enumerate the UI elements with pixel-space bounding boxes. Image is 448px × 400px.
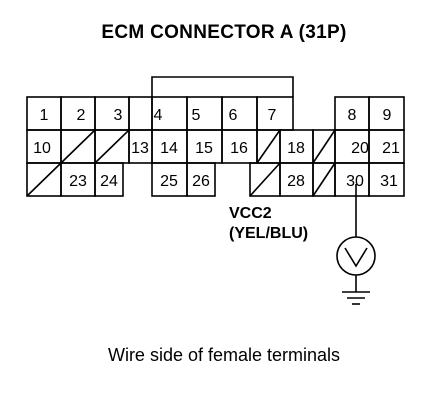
connector-lock-tab: [151, 76, 294, 97]
pin-label-8: 8: [348, 107, 357, 124]
pin-label-10: 10: [33, 140, 51, 157]
pin-label-23: 23: [69, 173, 87, 190]
pin-label-13: 13: [131, 140, 149, 157]
pin-label-2: 2: [77, 107, 86, 124]
cavity-3: [94, 96, 130, 131]
pin-label-6: 6: [229, 107, 238, 124]
cavity-4: [128, 96, 153, 131]
pin-label-4: 4: [154, 107, 163, 124]
pin-label-24: 24: [100, 173, 118, 190]
cavity-22-plug-mark: [26, 162, 62, 197]
cavity-11-plug-mark: [60, 129, 96, 164]
cavity-31: [368, 162, 405, 197]
wire-color: (YEL/BLU): [229, 225, 308, 242]
cavity-27-plug-mark: [249, 162, 281, 197]
cavity-7: [221, 96, 258, 131]
pin-label-14: 14: [160, 140, 178, 157]
cavity-19-plug-mark: [312, 129, 336, 164]
pin-label-9: 9: [383, 107, 392, 124]
pin-label-1: 1: [40, 107, 49, 124]
signal-name: VCC2: [229, 205, 272, 222]
pin-label-26: 26: [192, 173, 210, 190]
pin-label-7: 7: [268, 107, 277, 124]
pin-label-31: 31: [380, 173, 398, 190]
ground-icon: [342, 291, 370, 305]
diagram-caption: Wire side of female terminals: [107, 345, 341, 365]
cavity-17-plug-mark: [256, 129, 281, 164]
cavity-24: [94, 162, 124, 197]
connector-title: ECM CONNECTOR A (31P): [101, 22, 347, 43]
pin-label-28: 28: [287, 173, 305, 190]
cavity-12-plug-mark: [94, 129, 130, 164]
pin-label-5: 5: [192, 107, 201, 124]
voltmeter-v-symbol: [344, 247, 368, 268]
pin-label-15: 15: [195, 140, 213, 157]
cavity-26: [186, 162, 216, 197]
pin-label-18: 18: [287, 140, 305, 157]
pin-label-30: 30: [346, 173, 364, 190]
pin-label-21: 21: [382, 140, 400, 157]
cavity-29-plug-mark: [312, 162, 336, 197]
pin-label-16: 16: [230, 140, 248, 157]
voltmeter-icon: [336, 236, 376, 276]
pin-label-3: 3: [114, 107, 123, 124]
pin-label-20: 20: [351, 140, 369, 157]
pin-label-25: 25: [160, 173, 178, 190]
